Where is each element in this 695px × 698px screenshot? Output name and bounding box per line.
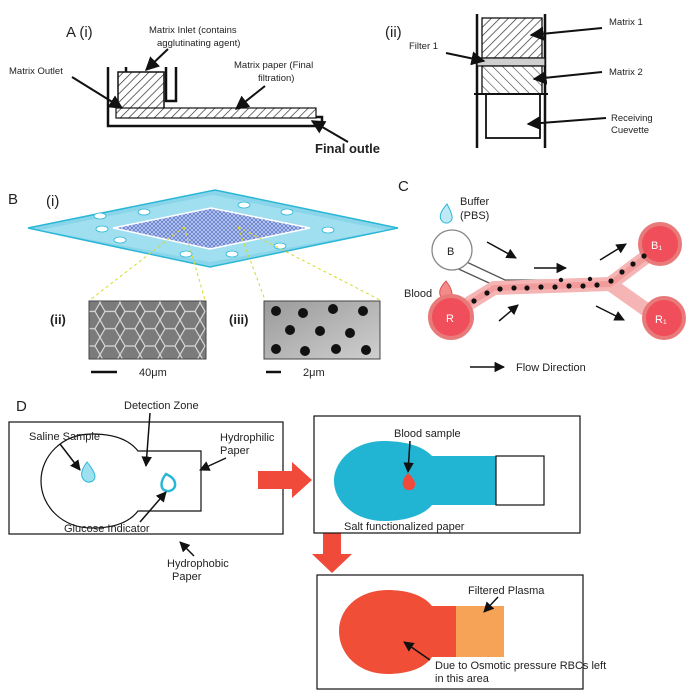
- panel-b: B (i) (ii) 40μm: [8, 189, 399, 379]
- process-arrow-right: [258, 462, 312, 498]
- rbc-dots: [471, 253, 647, 304]
- process-arrow-down: [312, 532, 352, 573]
- receiving-cuvette-label-2: Cuevette: [611, 125, 649, 136]
- saline-sample-label: Saline Sample: [29, 431, 100, 443]
- filter-1-label: Filter 1: [409, 41, 438, 52]
- matrix-paper-label-1: Matrix paper (Final: [234, 60, 313, 71]
- plasma-zone: [456, 606, 504, 657]
- filtered-plasma-label: Filtered Plasma: [468, 585, 545, 597]
- scale-ii-label: 40μm: [139, 367, 167, 379]
- blood-inlet-node: [428, 294, 474, 340]
- r1-node-label: R₁: [655, 314, 667, 326]
- matrix-1-block: [481, 17, 543, 59]
- rbc-retained-zone: [339, 590, 456, 674]
- blood-sample-droplet-icon: [402, 473, 416, 491]
- r-node-label: R: [446, 313, 454, 325]
- matrix-2-label: Matrix 2: [609, 67, 643, 78]
- panel-a-i: A (i) Matrix Inlet (contains agglutinati…: [9, 24, 380, 156]
- receiving-cuvette-box: [485, 93, 541, 139]
- receiving-cuvette-label-1: Receiving: [611, 113, 653, 124]
- osmotic-note-1: Due to Osmotic pressure RBCs left: [435, 660, 606, 672]
- matrix-inlet-label-2: agglutinating agent): [157, 38, 240, 49]
- panel-d: D Detection Zone Saline Sample Hydrophil…: [8, 398, 606, 690]
- r1-outlet-node: [642, 296, 686, 340]
- buffer-inlet-node: [431, 229, 473, 271]
- panel-d-heading: D: [16, 398, 27, 415]
- final-outlet-label: Final outle: [315, 141, 380, 156]
- panel-b-ii-label: (ii): [50, 312, 66, 327]
- detection-zone-label: Detection Zone: [124, 400, 199, 412]
- matrix-paper-label-2: filtration): [258, 73, 294, 84]
- saline-droplet-icon: [81, 461, 96, 483]
- panel-c-heading: C: [398, 178, 409, 195]
- salt-paper-detection-zone: [495, 455, 545, 506]
- pores: [271, 304, 371, 356]
- buffer-label-2: (PBS): [460, 210, 489, 222]
- matrix-inlet-block: [117, 71, 165, 111]
- b1-node-label: B₁: [651, 240, 662, 252]
- paper-device-outline: [40, 433, 202, 529]
- filter-1-layer: [476, 57, 546, 67]
- hydrophobic-label-1: Hydrophobic: [167, 558, 229, 570]
- hydrophilic-label-2: Paper: [220, 445, 250, 457]
- membrane-mesh: [112, 207, 311, 250]
- flow-direction-label: Flow Direction: [516, 362, 586, 374]
- matrix-2-block: [481, 65, 543, 95]
- osmotic-note-2: in this area: [435, 673, 490, 685]
- matrix-inlet-label-1: Matrix Inlet (contains: [149, 25, 237, 36]
- panel-a-ii: (ii) Matrix 1 Filter 1 Matrix 2 Receivin…: [385, 14, 653, 148]
- matrix-1-label: Matrix 1: [609, 17, 643, 28]
- panel-b-iii-label: (iii): [229, 312, 249, 327]
- panel-a-heading: A (i): [66, 24, 93, 41]
- hydrophobic-label-2: Paper: [172, 571, 202, 583]
- glucose-indicator-ring: [160, 472, 177, 493]
- blood-channel: [445, 243, 662, 321]
- matrix-outlet-label: Matrix Outlet: [9, 66, 63, 77]
- panel-c: C Buffer (PBS) Blood B R B₁ R₁: [398, 178, 686, 374]
- glucose-indicator-label: Glucose Indicator: [64, 523, 150, 535]
- panel-b-i-label: (i): [46, 193, 59, 210]
- panel-b-heading: B: [8, 191, 18, 208]
- matrix-paper-strip: [115, 107, 317, 119]
- scale-iii-label: 2μm: [303, 367, 325, 379]
- buffer-droplet-icon: [439, 203, 453, 224]
- salt-paper-cyan-zone: [334, 441, 496, 521]
- blood-sample-label: Blood sample: [394, 428, 461, 440]
- buffer-label-1: Buffer: [460, 196, 489, 208]
- panel-a-ii-heading: (ii): [385, 24, 402, 41]
- b-node-label: B: [447, 246, 454, 258]
- sem-image-hexagonal: [88, 300, 207, 360]
- blood-label: Blood: [404, 288, 432, 300]
- salt-paper-label: Salt functionalized paper: [344, 521, 465, 533]
- b1-outlet-node: [638, 222, 682, 266]
- hydrophilic-label-1: Hydrophilic: [220, 432, 275, 444]
